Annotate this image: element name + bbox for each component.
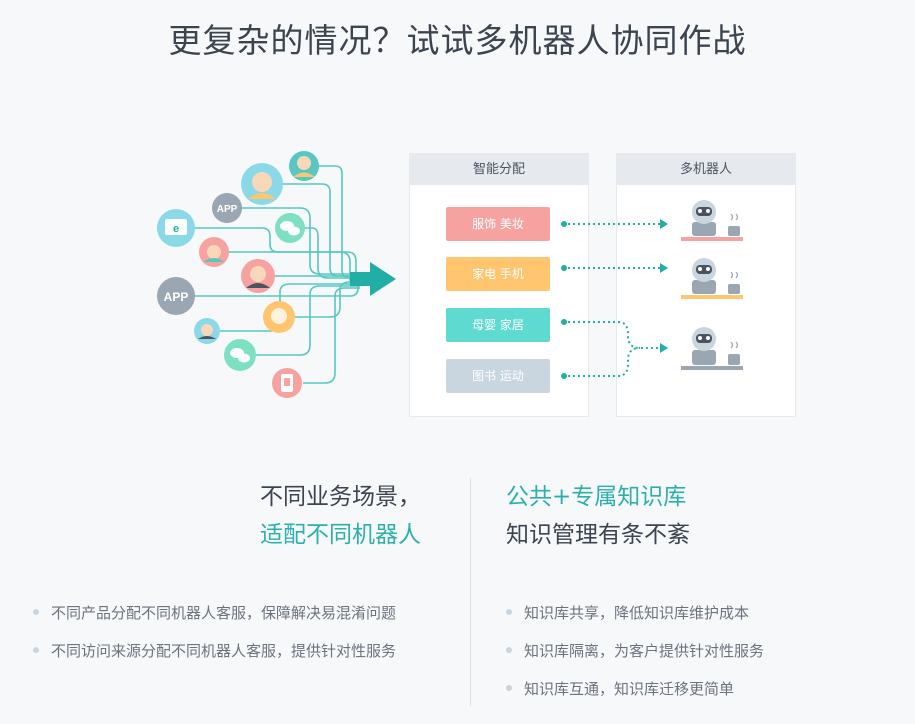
bullet-dot-icon: [506, 684, 512, 691]
arrow-icon: [350, 262, 396, 296]
robot-icon: [681, 327, 743, 370]
list-item: 不同访问来源分配不同机器人客服，提供针对性服务: [33, 641, 396, 661]
right-column-title-line1: 公共+专属知识库: [506, 484, 687, 510]
ie-browser-icon: e: [157, 209, 195, 247]
app-icon: APP: [157, 277, 195, 315]
panel-title: 多机器人: [617, 154, 795, 185]
app-icon: APP: [212, 193, 242, 223]
svg-text:e: e: [173, 223, 179, 235]
left-column-title-line2: 适配不同机器人: [260, 522, 421, 548]
robot-icon: [681, 200, 743, 241]
category-appliance-phone: 家电 手机: [446, 257, 550, 291]
robot-icon: [681, 258, 743, 299]
list-item: 不同产品分配不同机器人客服，保障解决易混淆问题: [33, 603, 396, 623]
wechat-icon: [224, 339, 256, 371]
panel-title: 智能分配: [410, 154, 588, 185]
list-item-text: 不同访问来源分配不同机器人客服，提供针对性服务: [51, 642, 397, 660]
right-column-title-line2: 知识管理有条不紊: [506, 522, 690, 548]
list-item: 知识库互通，知识库迁移更简单: [506, 679, 734, 699]
arrow-icon: [660, 343, 668, 353]
list-item-text: 知识库隔离，为客户提供针对性服务: [524, 642, 765, 660]
bullet-dot-icon: [33, 608, 39, 615]
routing-illustration: [561, 200, 743, 379]
column-divider: [470, 478, 471, 706]
list-item: 知识库共享，降低知识库维护成本: [506, 603, 749, 623]
svg-text:APP: APP: [164, 290, 189, 304]
bullet-dot-icon: [506, 646, 512, 653]
svg-text:APP: APP: [217, 204, 238, 215]
arrow-icon: [660, 219, 668, 229]
list-item-text: 不同产品分配不同机器人客服，保障解决易混淆问题: [51, 604, 397, 622]
avatar: [194, 318, 220, 344]
arrow-icon: [660, 263, 668, 273]
avatar: [241, 163, 283, 205]
avatar: [241, 259, 275, 293]
phone-icon: [272, 368, 302, 398]
left-column-title-line1: 不同业务场景，: [260, 484, 421, 510]
avatar: [199, 237, 229, 267]
category-fashion-beauty: 服饰 美妆: [446, 207, 550, 241]
wechat-icon: [275, 213, 305, 243]
page-title: 更复杂的情况？试试多机器人协同作战: [168, 21, 747, 60]
category-books-sports: 图书 运动: [446, 359, 550, 393]
list-item-text: 知识库互通，知识库迁移更简单: [524, 680, 735, 698]
category-baby-home: 母婴 家居: [446, 308, 550, 342]
channel-network-illustration: APP e APP: [157, 151, 396, 398]
bullet-dot-icon: [33, 646, 39, 653]
avatar: [263, 301, 295, 333]
avatar: [289, 151, 319, 181]
bullet-dot-icon: [506, 608, 512, 615]
list-item-text: 知识库共享，降低知识库维护成本: [524, 604, 750, 622]
list-item: 知识库隔离，为客户提供针对性服务: [506, 641, 764, 661]
